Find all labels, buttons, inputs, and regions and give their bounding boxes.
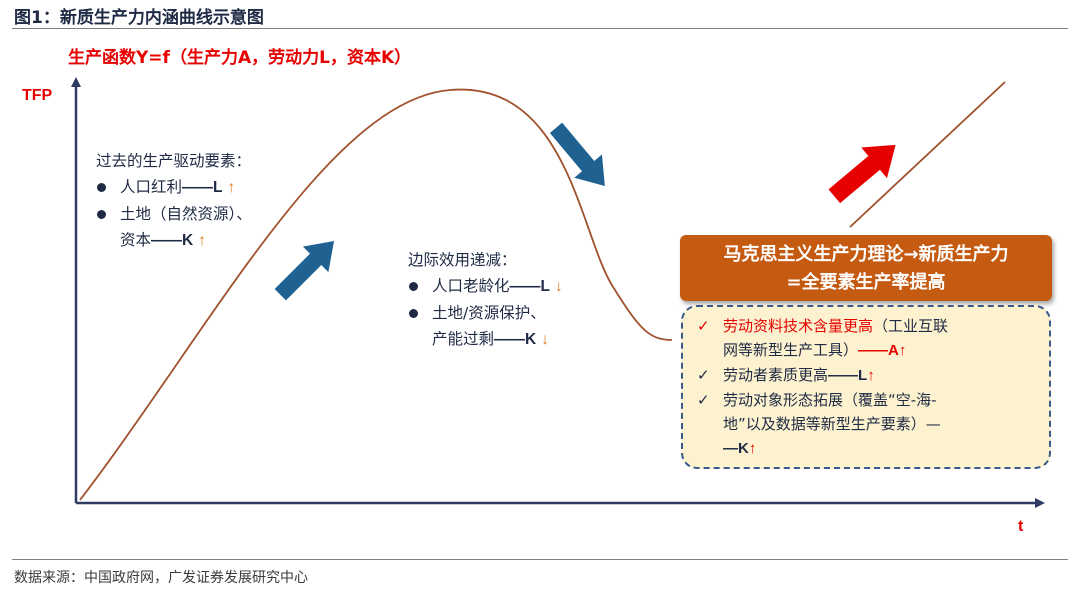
production-function-label: 生产函数Y=f（生产力A，劳动力L，资本K） <box>68 48 412 68</box>
bullet-dot <box>97 210 106 219</box>
list-item: ✓ 劳动资料技术含量更高（工业互联 网等新型生产工具）——A↑ <box>697 314 948 363</box>
top-divider <box>12 28 1068 29</box>
blue-up-arrow <box>274 240 335 301</box>
figure-title: 图1：新质生产力内涵曲线示意图 <box>14 8 264 28</box>
arrow-up-icon: ↑ <box>198 232 206 249</box>
past-drivers-heading: 过去的生产驱动要素： <box>96 152 252 170</box>
theory-line-1: 马克思主义生产力理论→新质生产力 <box>723 244 1009 265</box>
details-list: ✓ 劳动资料技术含量更高（工业互联 网等新型生产工具）——A↑ ✓ 劳动者素质更… <box>697 314 948 461</box>
check-icon: ✓ <box>697 391 710 409</box>
arrow-up-icon: ↑ <box>227 179 236 196</box>
arrow-down-icon: ↓ <box>554 278 563 295</box>
marginal-heading: 边际效用递减： <box>408 251 517 269</box>
red-up-arrow <box>828 144 896 204</box>
check-icon: ✓ <box>697 317 710 335</box>
tfp-curve-rise <box>849 81 1006 228</box>
marginal-utility-block: 边际效用递减： 人口老龄化——L ↓ 土地/资源保护、 产能过剩——K ↓ <box>408 247 563 353</box>
list-item: ✓ 劳动者素质更高——L↑ <box>697 363 948 388</box>
list-item: ✓ 劳动对象形态拓展（覆盖“空-海- 地”以及数据等新型生产要素）— —K↑ <box>697 388 948 461</box>
bullet-dot <box>97 183 106 192</box>
data-source: 数据来源：中国政府网，广发证券发展研究中心 <box>14 570 308 586</box>
arrow-up-icon: ↑ <box>748 440 757 457</box>
theory-box: 马克思主义生产力理论→新质生产力 =全要素生产率提高 <box>680 235 1052 301</box>
arrow-up-icon: ↑ <box>867 367 875 384</box>
past-drivers-block: 过去的生产驱动要素： 人口红利——L ↑ 土地（自然资源）、 资本——K ↑ <box>96 148 252 254</box>
x-axis-label: t <box>1018 518 1024 535</box>
blue-down-arrow <box>549 122 605 187</box>
details-box <box>681 305 1051 469</box>
bullet-dot <box>409 282 418 291</box>
y-axis-label: TFP <box>22 87 53 104</box>
check-icon: ✓ <box>697 366 710 384</box>
arrow-up-icon: ↑ <box>898 342 907 359</box>
list-item: 土地/资源保护、 产能过剩——K ↓ <box>408 300 563 353</box>
list-item: 土地（自然资源）、 资本——K ↑ <box>96 201 252 254</box>
theory-line-2: =全要素生产率提高 <box>786 272 946 293</box>
bullet-dot <box>409 309 418 318</box>
bottom-divider <box>12 559 1068 560</box>
tfp-curve <box>79 88 673 501</box>
arrow-down-icon: ↓ <box>541 331 549 348</box>
list-item: 人口红利——L ↑ <box>96 174 252 201</box>
list-item: 人口老龄化——L ↓ <box>408 273 563 300</box>
